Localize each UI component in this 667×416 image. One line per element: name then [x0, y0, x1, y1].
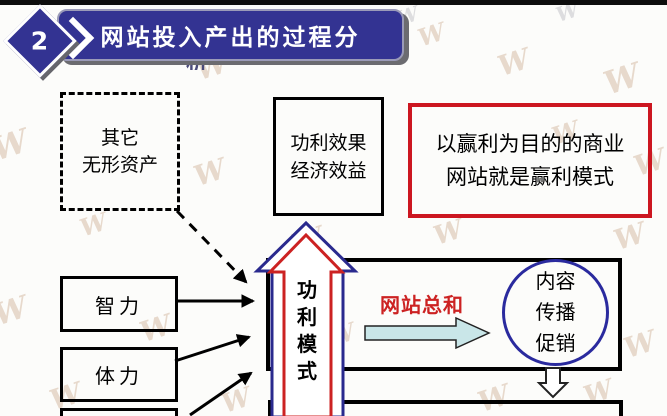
watermark-mark: W: [414, 16, 449, 53]
page-number: 2: [31, 26, 49, 56]
watermark-mark: W: [0, 289, 33, 334]
intangible-assets-box: 其它 无形资产: [60, 92, 180, 211]
watermark-mark: W: [189, 151, 230, 194]
profit-mode-label: 功利模式: [297, 278, 317, 383]
connector-physical: [174, 334, 251, 363]
profit-note-line2: 网站就是赢利模式: [446, 164, 614, 189]
intangible-line1: 其它: [100, 126, 139, 149]
circle-line1: 内容: [535, 269, 576, 293]
physical-label: 体力: [95, 364, 143, 388]
watermark-mark: W: [76, 206, 111, 243]
watermark-mark: W: [599, 55, 645, 103]
watermark-mark: W: [609, 215, 650, 258]
intelligence-label: 智力: [95, 293, 143, 318]
utility-effect-box: 功利效果 经济效益: [273, 97, 384, 216]
bottom-partial-box: [60, 408, 178, 416]
physical-box: 体力: [60, 347, 178, 402]
profit-note-box: 以赢利为目的的商业 网站就是赢利模式: [408, 103, 652, 218]
watermark-mark: W: [619, 323, 660, 366]
connector-dashed-intangible: [175, 209, 248, 284]
effect-line2: 经济效益: [290, 159, 367, 182]
watermark-mark: W: [0, 121, 33, 169]
effect-line1: 功利效果: [290, 131, 367, 154]
circle-line2: 传播: [535, 300, 576, 324]
lower-partial-rect: [268, 400, 623, 416]
circle-line3: 促销: [535, 331, 576, 355]
watermark-mark: W: [218, 382, 256, 416]
watermark-mark: W: [430, 214, 468, 252]
intelligence-box: 智力: [60, 276, 178, 332]
content-promotion-circle: 内容 传播 促销: [502, 259, 609, 366]
watermark-mark: W: [287, 219, 328, 262]
intangible-line2: 无形资产: [81, 153, 158, 176]
slide-title-banner: 网站投入产出的过程分: [57, 9, 404, 61]
down-arrow-icon: [536, 367, 570, 399]
profit-note-line1: 以赢利为目的的商业: [435, 131, 625, 156]
connector-bottom-box: [189, 371, 253, 416]
top-black-bar: [0, 0, 667, 5]
watermark-mark: W: [493, 41, 534, 84]
website-sum-label: 网站总和: [380, 293, 464, 317]
page-title: 网站投入产出的过程分: [100, 25, 361, 51]
